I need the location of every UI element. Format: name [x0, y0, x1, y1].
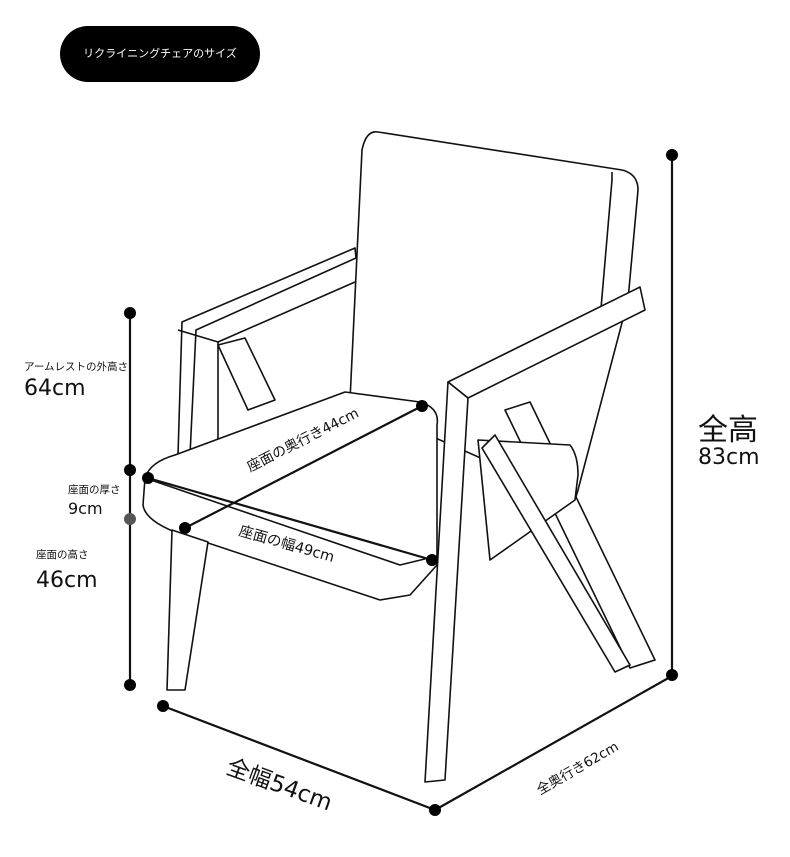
backrest-side	[599, 172, 613, 321]
total-width-line	[162, 704, 436, 812]
point-seat-bottom	[124, 513, 136, 525]
total-height-caption: 全高	[698, 413, 758, 448]
dimension-lines	[128, 155, 674, 812]
seat-depth-line	[184, 405, 423, 529]
point-armrest-top	[124, 307, 136, 319]
left-front-post	[177, 329, 219, 440]
seat-cushion	[142, 391, 439, 601]
front-left-leg	[166, 529, 209, 691]
armrest-height-caption: アームレストの外高さ	[24, 361, 129, 373]
point-width-left	[157, 700, 169, 712]
point-seat-top	[124, 464, 136, 476]
back-brace	[217, 337, 276, 411]
point-total-bottom	[666, 669, 678, 681]
right-front-post	[424, 381, 469, 783]
total-depth-line	[434, 675, 673, 811]
seat-height-value: 46cm	[36, 568, 98, 593]
armrest-height-value: 64cm	[24, 376, 86, 401]
title-pill: リクライニングチェアのサイズ	[60, 26, 260, 82]
point-seat-width-right	[426, 554, 438, 566]
seat-thickness-value: 9cm	[68, 499, 103, 518]
chair-illustration	[142, 131, 656, 783]
point-seat-depth-back	[416, 400, 428, 412]
point-width-right	[429, 804, 441, 816]
point-floor	[124, 679, 136, 691]
point-total-top	[666, 149, 678, 161]
total-width-label: 全幅54cm	[223, 754, 336, 816]
page-title: リクライニングチェアのサイズ	[83, 47, 237, 60]
dimension-points	[124, 149, 678, 816]
seat-width-line	[147, 476, 433, 562]
total-height-value: 83cm	[698, 445, 760, 470]
left-arm-inner	[217, 281, 356, 343]
seat-height-caption: 座面の高さ	[36, 549, 89, 561]
point-seat-width-left	[142, 472, 154, 484]
seat-thickness-caption: 座面の厚さ	[68, 484, 121, 496]
right-diagonal-brace	[481, 434, 631, 673]
point-seat-depth-front	[179, 522, 191, 534]
